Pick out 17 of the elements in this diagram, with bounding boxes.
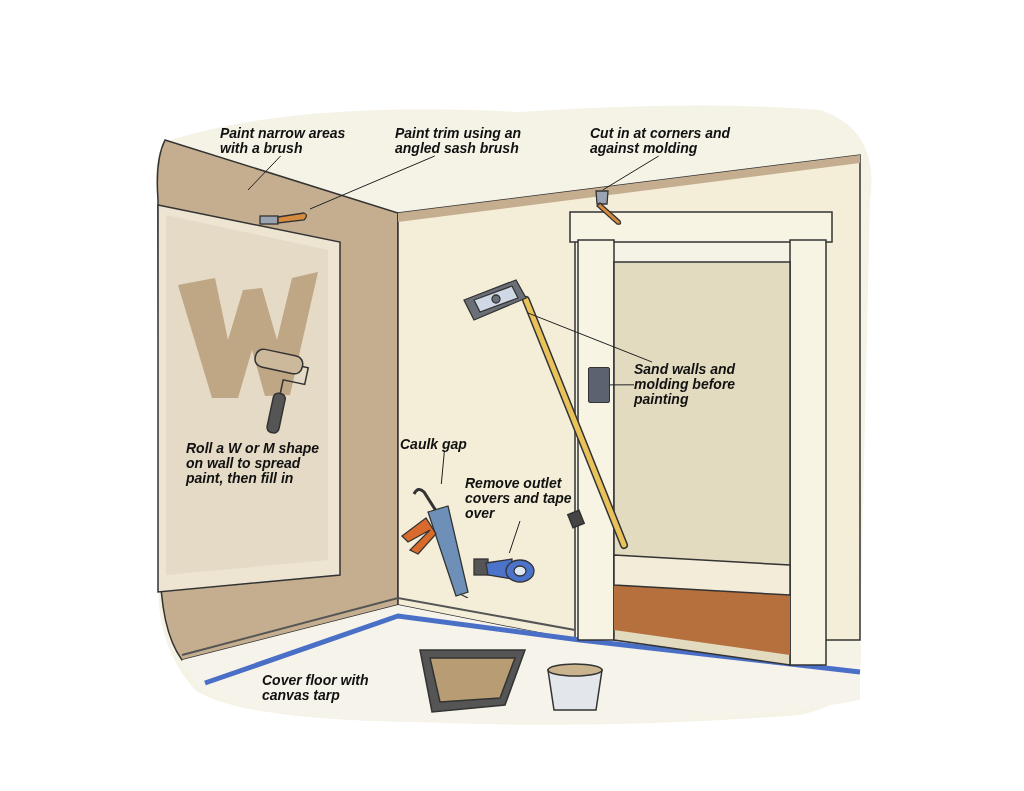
sanding-pole-drawing xyxy=(462,278,528,322)
leader-line xyxy=(527,312,653,363)
outlet-cover xyxy=(588,367,610,403)
callout-text: Sand walls and molding before painting xyxy=(634,362,784,407)
leader-line xyxy=(602,155,660,191)
callout-text: Cut in at corners and against molding xyxy=(590,126,760,156)
leader-line xyxy=(609,384,635,386)
callout-text: Remove outlet covers and tape over xyxy=(465,476,590,521)
callout-text: Paint narrow areas with a brush xyxy=(220,126,370,156)
instruction-text: Cover floor with canvas tarp xyxy=(262,673,370,703)
instruction-text: Roll a W or M shape on wall to spread paint, then fill in xyxy=(186,441,320,486)
leader-line xyxy=(309,155,436,210)
callout-text: Paint trim using an angled sash brush xyxy=(395,126,545,156)
callout-text: Caulk gap xyxy=(400,437,490,452)
leader-line xyxy=(440,451,445,485)
leader-line xyxy=(247,155,282,191)
leader-line xyxy=(508,520,521,554)
